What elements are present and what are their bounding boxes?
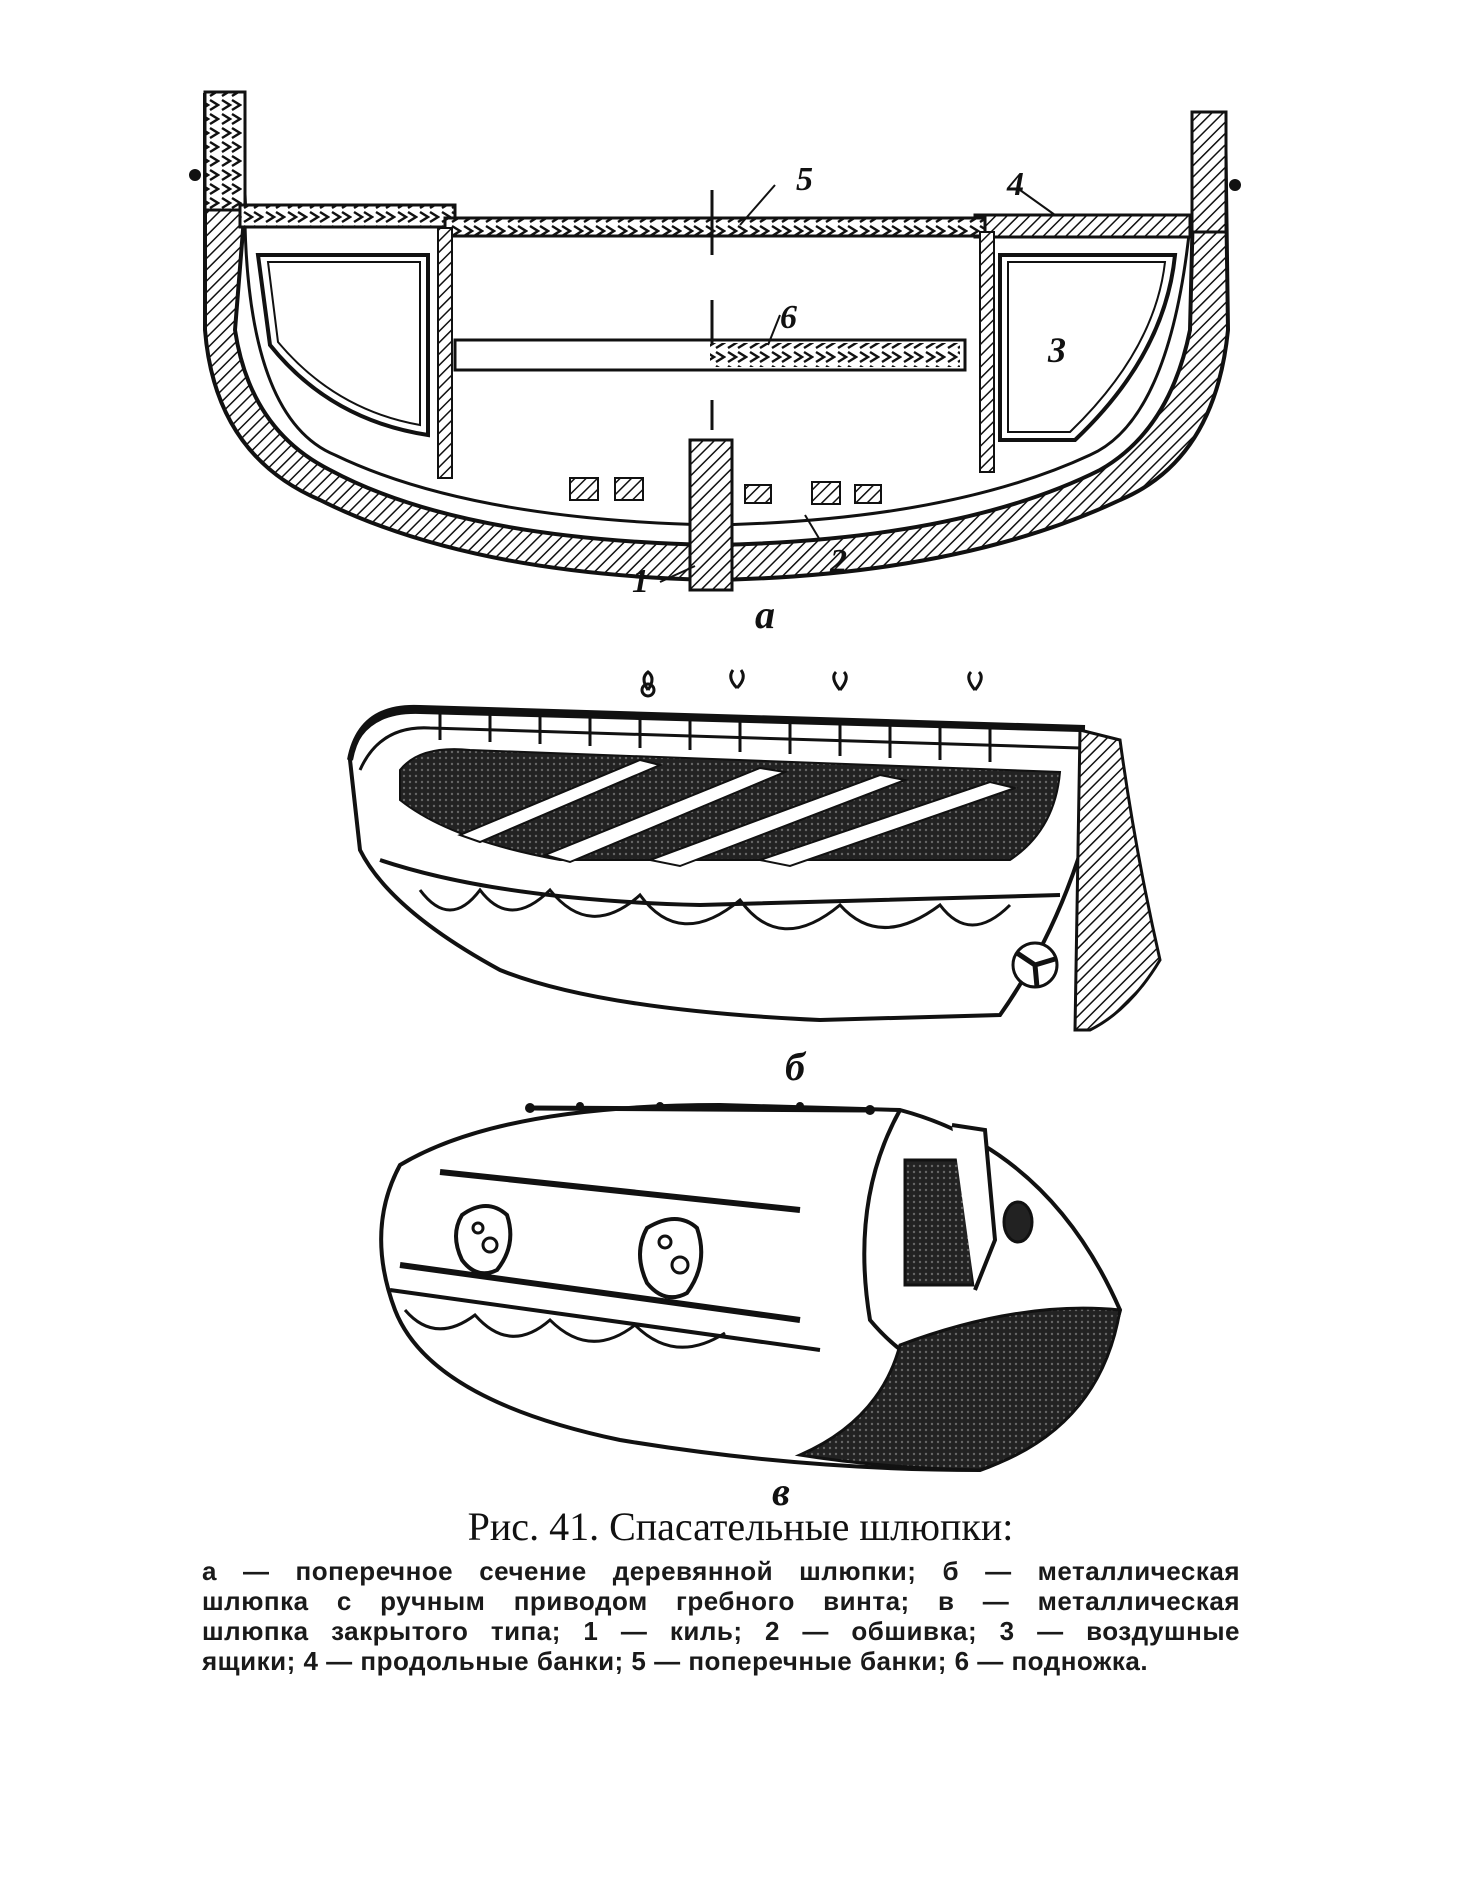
hull-outer — [203, 93, 1231, 583]
panel-c-letter: в — [772, 1469, 790, 1514]
panel-c-enclosed-lifeboat: в — [379, 1102, 1123, 1514]
callout-2: 2 — [829, 543, 847, 580]
callout-3: 3 — [1047, 330, 1066, 370]
caption-line: шлюпка с ручным приводом гребного винта;… — [202, 1586, 1240, 1616]
callout-5: 5 — [796, 161, 813, 198]
caption-line: шлюпка закрытого типа; 1 — киль; 2 — обш… — [202, 1616, 1240, 1646]
callout-4: 4 — [1006, 166, 1024, 203]
caption-line: ящики; 4 — продольные банки; 5 — попереч… — [202, 1646, 1149, 1676]
panel-a-letter: a — [755, 592, 775, 637]
caption-body: а — поперечное сечение деревянной шлюпки… — [202, 1556, 1240, 1676]
panel-b-letter: б — [785, 1044, 807, 1089]
panel-a-cross-section: 1 2 3 4 5 6 a — [189, 90, 1241, 637]
callout-6: 6 — [780, 299, 797, 336]
caption-line: а — поперечное сечение деревянной шлюпки… — [202, 1556, 1240, 1586]
callout-1: 1 — [632, 563, 649, 600]
caption-title: Рис. 41. Спасательные шлюпки: — [467, 1504, 1014, 1549]
panel-b-metal-lifeboat: б — [347, 669, 1162, 1089]
